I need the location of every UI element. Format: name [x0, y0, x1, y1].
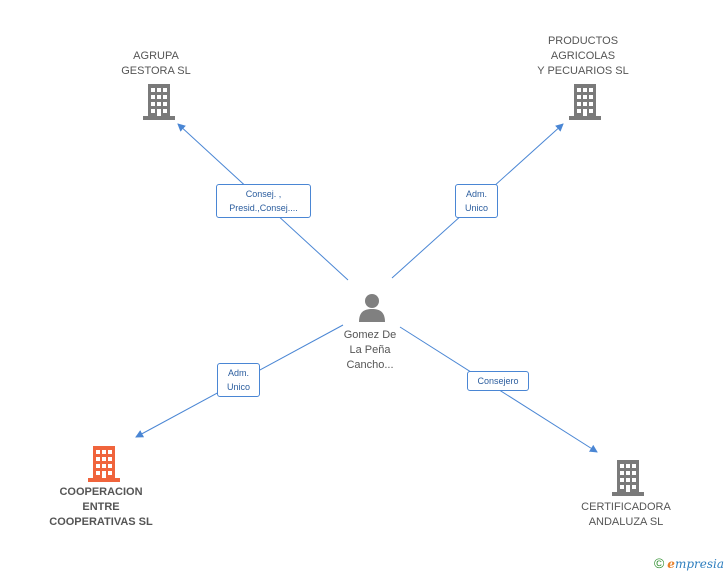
- center-person-name[interactable]: Gomez De La Peña Cancho...: [343, 329, 397, 371]
- company-name-cooperacion[interactable]: COOPERACION ENTRE COOPERATIVAS SL: [49, 486, 153, 528]
- building-icon[interactable]: [612, 460, 644, 496]
- building-icon[interactable]: [569, 84, 601, 120]
- building-icon[interactable]: [143, 84, 175, 120]
- edge-label-agrupa[interactable]: Consej. , Presid.,Consej....: [216, 184, 311, 218]
- edge-label-productos[interactable]: Adm. Unico: [455, 184, 498, 218]
- edge-label-cooperacion[interactable]: Adm. Unico: [217, 363, 260, 397]
- edge-label-certificadora[interactable]: Consejero: [467, 371, 529, 391]
- brand-logo-initial: e: [667, 557, 675, 571]
- company-name-certificadora[interactable]: CERTIFICADORA ANDALUZA SL: [581, 501, 671, 528]
- brand-logo-text: mpresia: [674, 557, 724, 571]
- company-name-agrupa[interactable]: AGRUPA GESTORA SL: [121, 50, 191, 77]
- company-name-productos[interactable]: PRODUCTOS AGRICOLAS Y PECUARIOS SL: [537, 35, 629, 77]
- footer-brand: ©empresia: [654, 555, 724, 571]
- copyright-symbol: ©: [653, 555, 665, 571]
- building-icon[interactable]: [88, 446, 120, 482]
- person-icon[interactable]: [358, 292, 386, 322]
